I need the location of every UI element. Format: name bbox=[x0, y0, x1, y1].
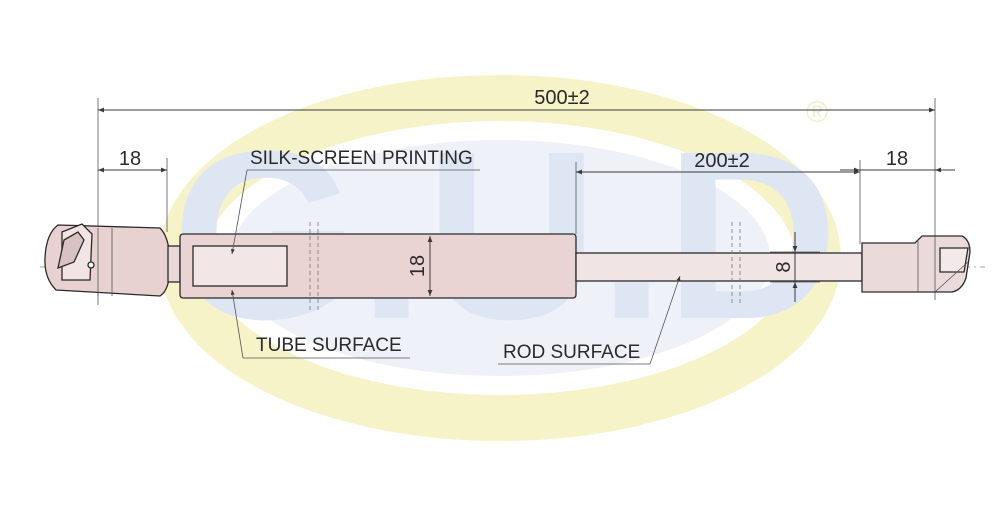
dim-tube-diameter-label: 18 bbox=[407, 255, 429, 277]
tube bbox=[179, 222, 577, 310]
dim-right-fitting: 18 bbox=[840, 148, 955, 173]
rod-body bbox=[575, 252, 863, 282]
dim-tube-diameter: 18 bbox=[407, 236, 433, 296]
registered-mark: ® bbox=[806, 96, 828, 129]
right-end-fitting bbox=[861, 235, 971, 293]
silk-screen-area bbox=[192, 245, 288, 287]
dim-overall-label: 500±2 bbox=[534, 87, 589, 109]
leader-tube-surface: TUBE SURFACE bbox=[230, 289, 410, 359]
leader-rod-surface: ROD SURFACE bbox=[498, 275, 681, 365]
leader-silk-screen: SILK-SCREEN PRINTING bbox=[230, 148, 480, 255]
dim-rod-diameter: 8 bbox=[773, 232, 798, 302]
dim-left-fitting-label: 18 bbox=[119, 148, 141, 170]
rod bbox=[575, 222, 863, 305]
dim-overall: 500±2 bbox=[98, 87, 935, 113]
silk-screen-label: SILK-SCREEN PRINTING bbox=[250, 148, 473, 169]
tube-surface-label: TUBE SURFACE bbox=[256, 335, 402, 356]
dim-stroke-label: 200±2 bbox=[694, 150, 749, 172]
dim-rod-diameter-label: 8 bbox=[773, 261, 795, 272]
dim-stroke: 200±2 bbox=[576, 150, 860, 175]
left-end-fitting bbox=[44, 223, 181, 297]
rod-surface-label: ROD SURFACE bbox=[503, 342, 640, 363]
dim-right-fitting-label: 18 bbox=[886, 148, 908, 170]
dim-left-fitting: 18 bbox=[98, 148, 167, 173]
